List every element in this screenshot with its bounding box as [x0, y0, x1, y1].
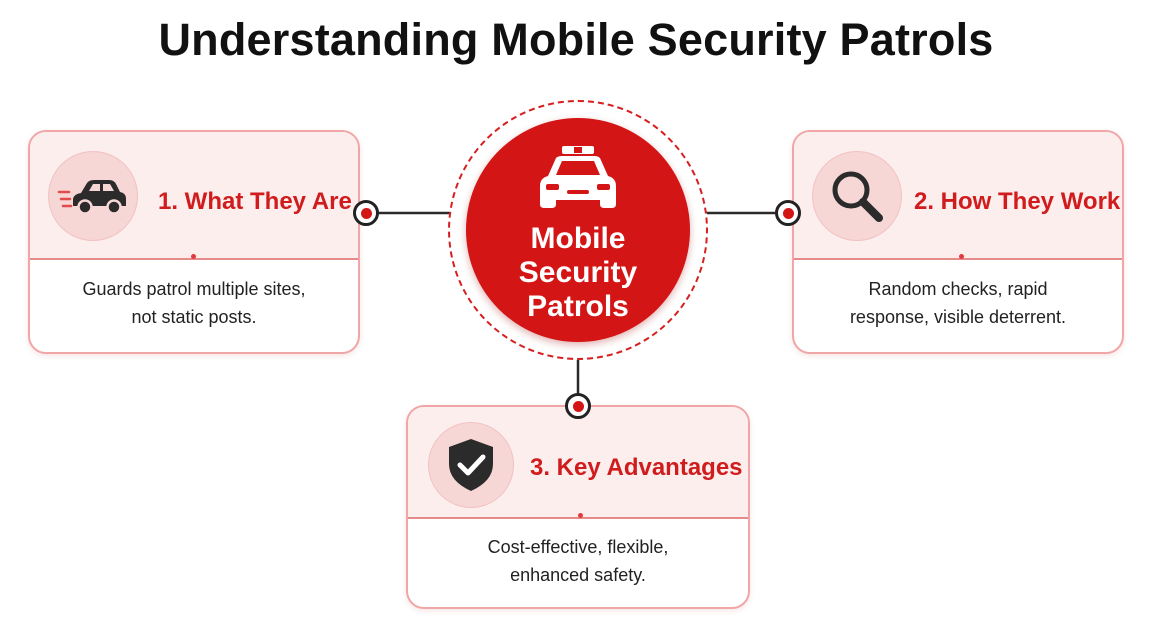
card-title: 2. How They Work	[914, 188, 1121, 215]
police-car-icon	[540, 146, 616, 208]
card-description: Guards patrol multiple sites, not static…	[82, 279, 306, 327]
connector-node-right	[775, 200, 801, 226]
card-divider	[408, 517, 748, 519]
card-title: 1. What They Are	[158, 188, 352, 215]
card-divider	[30, 258, 358, 260]
card-description: Cost-effective, flexible, enhanced safet…	[487, 537, 669, 585]
connector-node-bottom	[565, 393, 591, 419]
card-divider	[794, 258, 1122, 260]
card-how-they-work: 2. How They Work Random checks, rapid re…	[792, 130, 1124, 354]
center-hub: Mobile Security Patrols	[448, 100, 708, 360]
divider-dot	[959, 254, 964, 259]
card-what-they-are: 1. What They Are Guards patrol multiple …	[28, 130, 360, 354]
center-label: Mobile Security Patrols	[518, 222, 638, 323]
magnifier-icon	[812, 151, 902, 241]
page-title: Understanding Mobile Security Patrols	[158, 14, 994, 65]
divider-dot	[578, 513, 583, 518]
card-description: Random checks, rapid response, visible d…	[849, 279, 1067, 327]
shield-check-icon	[428, 422, 514, 508]
connector-node-left	[353, 200, 379, 226]
card-key-advantages: 3. Key Advantages Cost-effective, flexib…	[406, 405, 750, 609]
car-icon	[48, 151, 138, 241]
center-hub-circle: Mobile Security Patrols	[466, 118, 690, 342]
divider-dot	[191, 254, 196, 259]
card-title: 3. Key Advantages	[530, 454, 743, 481]
